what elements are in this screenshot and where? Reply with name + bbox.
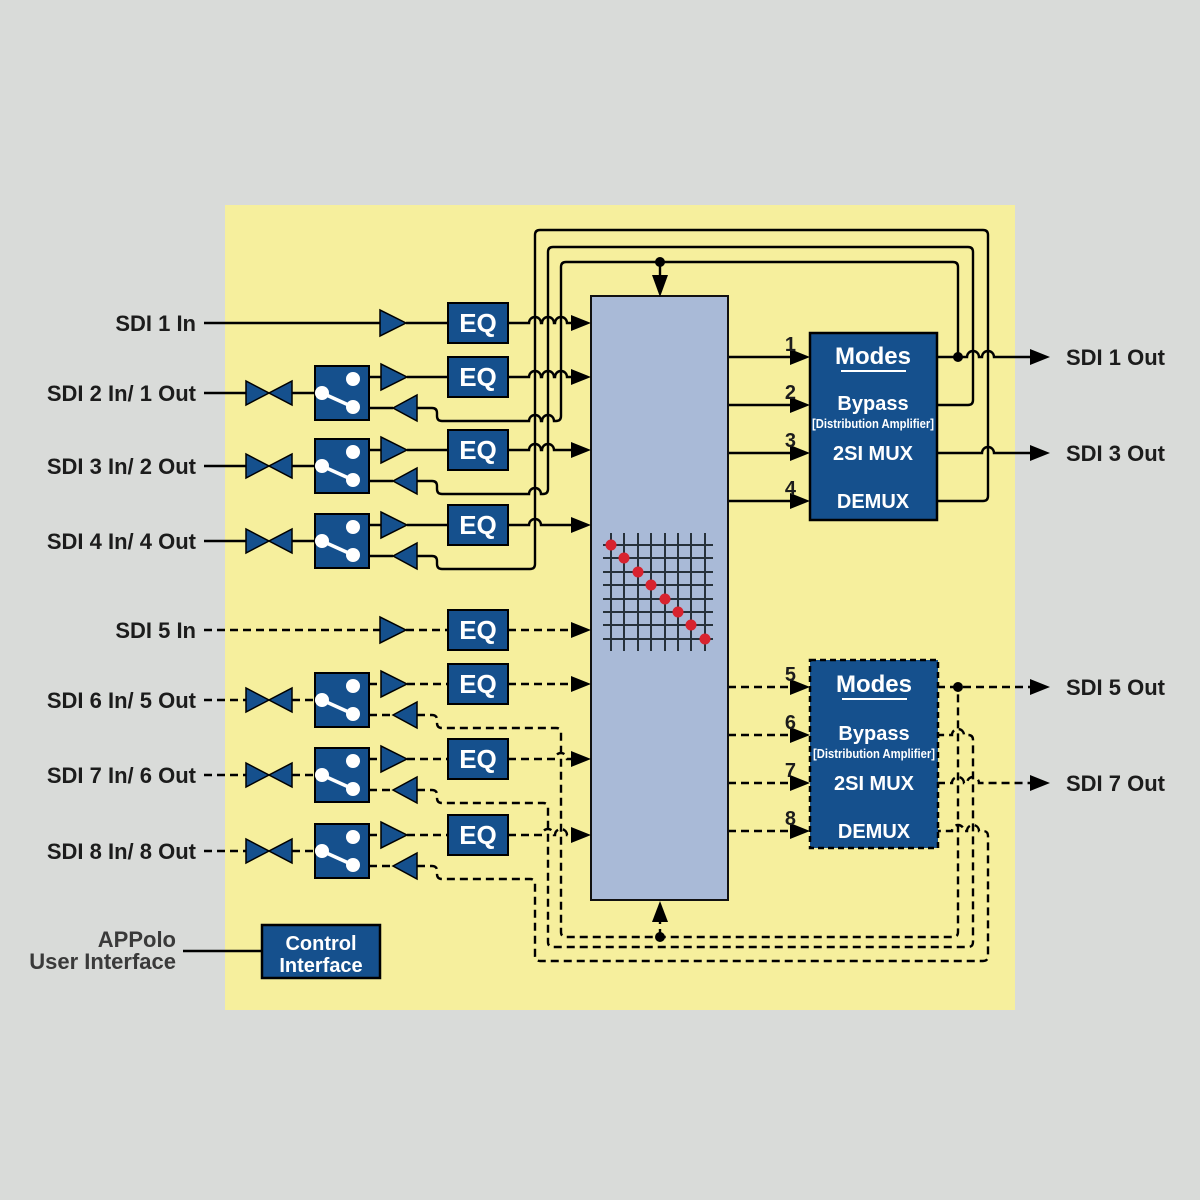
feedback-loop-out2 bbox=[417, 245, 975, 496]
input-label-sdi6: SDI 6 In/ 5 Out bbox=[47, 688, 197, 713]
junction-dot bbox=[953, 682, 963, 692]
port-number-4: 4 bbox=[785, 478, 797, 500]
eq-block bbox=[447, 814, 509, 856]
signal-line-row3 bbox=[204, 442, 571, 483]
control-interface-line1: Control bbox=[285, 933, 356, 955]
modes-block-bottom: Modes Bypass [Distribution Amplifier] 2S… bbox=[808, 658, 940, 850]
arrowhead-sdi-out bbox=[1030, 349, 1050, 365]
input-label-sdi4: SDI 4 In/ 4 Out bbox=[47, 529, 197, 554]
signal-line-row4 bbox=[204, 517, 571, 558]
output-label-sdi7: SDI 7 Out bbox=[1066, 771, 1166, 796]
junction-dot bbox=[655, 932, 665, 942]
port-number-8: 8 bbox=[785, 808, 796, 830]
input-label-sdi3: SDI 3 In/ 2 Out bbox=[47, 454, 197, 479]
control-interface-block: Control Interface bbox=[260, 923, 382, 980]
input-label-sdi7: SDI 7 In/ 6 Out bbox=[47, 763, 197, 788]
ui-source-annotation: APPolo User Interface bbox=[29, 927, 176, 974]
modes-option-demux: DEMUX bbox=[837, 491, 910, 513]
feedback-loop-out1 bbox=[417, 260, 960, 423]
arrowhead-sdi-out bbox=[1030, 775, 1050, 791]
matrix-output-port-numbers: 1 2 3 4 5 6 7 8 bbox=[785, 334, 797, 830]
port-number-5: 5 bbox=[785, 664, 796, 686]
io-switch-block bbox=[313, 671, 371, 729]
signal-line-row7 bbox=[204, 751, 571, 792]
output-label-sdi1: SDI 1 Out bbox=[1066, 345, 1166, 370]
input-labels: SDI 1 In SDI 2 In/ 1 Out SDI 3 In/ 2 Out… bbox=[47, 311, 197, 864]
matrix-to-modes-top-and-outputs bbox=[183, 262, 1030, 953]
modes-option-mux: 2SI MUX bbox=[834, 773, 915, 795]
modes-option-bypass: Bypass bbox=[838, 723, 909, 745]
io-switch-block bbox=[313, 746, 371, 804]
eq-block bbox=[447, 738, 509, 780]
eq-block bbox=[447, 663, 509, 705]
io-switch-block bbox=[313, 364, 371, 422]
feedback-loop-out8 bbox=[417, 823, 990, 963]
matrix-to-modes-bottom-and-outputs bbox=[658, 685, 1030, 937]
feedback-loop-out6 bbox=[417, 727, 975, 949]
modes-block-top: Modes Bypass [Distribution Amplifier] 2S… bbox=[808, 331, 939, 522]
input-label-sdi5: SDI 5 In bbox=[115, 618, 196, 643]
input-label-sdi1: SDI 1 In bbox=[115, 311, 196, 336]
io-switch-block bbox=[313, 822, 371, 880]
modes-option-bypass: Bypass bbox=[837, 393, 908, 415]
arrowhead-sdi-out bbox=[1030, 445, 1050, 461]
junction-dot bbox=[655, 257, 665, 267]
feedback-loop-out4 bbox=[417, 228, 990, 571]
io-switch-block bbox=[313, 437, 371, 495]
signal-line-row8 bbox=[204, 827, 571, 868]
io-switch-block bbox=[313, 512, 371, 570]
signal-line-row2 bbox=[204, 369, 571, 410]
port-number-1: 1 bbox=[785, 334, 796, 356]
ui-source-line1: APPolo bbox=[98, 927, 176, 952]
control-interface-line2: Interface bbox=[279, 955, 362, 977]
port-number-6: 6 bbox=[785, 712, 796, 734]
crosspoint-dots bbox=[605, 539, 711, 645]
eq-block bbox=[447, 504, 509, 546]
eq-block bbox=[447, 302, 509, 344]
port-number-2: 2 bbox=[785, 382, 796, 404]
modes-title: Modes bbox=[836, 671, 912, 698]
junction-dot bbox=[953, 352, 963, 362]
ui-source-line2: User Interface bbox=[29, 949, 176, 974]
output-labels: SDI 1 Out SDI 3 Out SDI 5 Out SDI 7 Out bbox=[1066, 345, 1166, 796]
eq-block bbox=[447, 429, 509, 471]
port-number-3: 3 bbox=[785, 430, 796, 452]
arrowhead-sdi-out bbox=[1030, 679, 1050, 695]
input-label-sdi8: SDI 8 In/ 8 Out bbox=[47, 839, 197, 864]
output-label-sdi3: SDI 3 Out bbox=[1066, 441, 1166, 466]
modes-bypass-note: [Distribution Amplifier] bbox=[813, 746, 935, 761]
eq-block bbox=[447, 609, 509, 651]
output-label-sdi5: SDI 5 Out bbox=[1066, 675, 1166, 700]
modes-option-demux: DEMUX bbox=[838, 821, 911, 843]
modes-bypass-note: [Distribution Amplifier] bbox=[812, 416, 934, 431]
signal-line-row6 bbox=[204, 682, 571, 717]
modes-title: Modes bbox=[835, 343, 911, 370]
input-label-sdi2: SDI 2 In/ 1 Out bbox=[47, 381, 197, 406]
crosspoint-grid bbox=[603, 533, 713, 651]
port-number-7: 7 bbox=[785, 760, 796, 782]
modes-option-mux: 2SI MUX bbox=[833, 443, 914, 465]
eq-block bbox=[447, 356, 509, 398]
